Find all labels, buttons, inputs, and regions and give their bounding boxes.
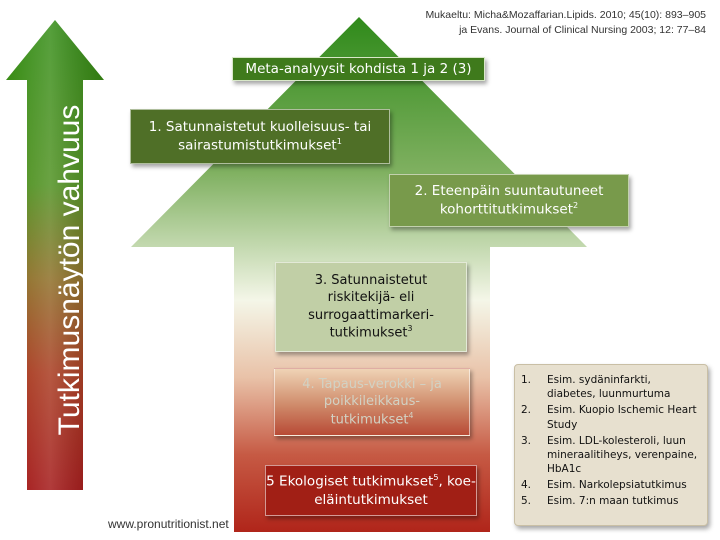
example-text: Esim. 7:n maan tutkimus [547,495,679,508]
example-item: 2. Esim. Kuopio Ischemic Heart Study [521,403,701,431]
study-box-1-label: 1. Satunnaistetut kuolleisuus- tai saira… [148,119,372,154]
arrow-label: Tutkimusnäytön vahvuus [53,104,86,436]
study-box-1-ref: 1 [336,136,342,147]
study-box-5-ref: 5 [433,472,439,483]
study-box-2: 2. Eteenpäin suuntautuneet kohorttitutki… [389,174,629,227]
citation-text: Mukaeltu: Micha&Mozaffarian.Lipids. 2010… [425,9,706,37]
study-box-3: 3. Satunnaistetut riskitekijä- eli surro… [275,262,467,352]
example-item: 1. Esim. sydäninfarkti, diabetes, luunmur… [521,373,701,401]
example-text: Esim. LDL-kolesteroli, luun mineraalitih… [547,434,698,476]
example-number: 4. [521,479,532,492]
example-item: 3. Esim. LDL-kolesteroli, luun mineraalit… [521,434,701,477]
study-box-2-ref: 2 [573,200,579,211]
examples-box: 1. Esim. sydäninfarkti, diabetes, luunmur… [514,364,708,526]
example-item: 5. Esim. 7:n maan tutkimus [521,494,701,508]
study-box-5-label: 5 Ekologiset tutkimukset [266,473,434,490]
example-number: 1. [521,374,532,386]
study-box-4-ref: 4 [408,410,414,420]
study-box-4-label: 4. Tapaus-verokki – ja poikkileikkaus-tu… [302,376,442,427]
study-box-5-label-cont: , koe-eläintutkimukset [314,473,476,508]
study-box-3-ref: 3 [407,324,413,334]
study-box-4: 4. Tapaus-verokki – ja poikkileikkaus-tu… [274,368,470,436]
example-text: Esim. sydäninfarkti, diabetes, luunmurtu… [547,374,671,401]
example-number: 5. [521,495,532,508]
example-item: 4. Esim. Narkolepsiatutkimus [521,478,701,492]
study-box-1: 1. Satunnaistetut kuolleisuus- tai saira… [130,109,390,164]
study-box-2-label: 2. Eteenpäin suuntautuneet kohorttitutki… [414,183,604,218]
example-number: 3. [521,434,532,447]
study-box-3-label: 3. Satunnaistetut riskitekijä- eli surro… [308,272,434,341]
study-box-5: 5 Ekologiset tutkimukset5, koe-eläintutk… [265,465,477,516]
meta-analysis-label: Meta-analyysit kohdista 1 ja 2 (3) [245,60,472,77]
example-text: Esim. Narkolepsiatutkimus [547,479,687,492]
example-number: 2. [521,404,532,417]
footer-url: www.pronutritionist.net [108,517,229,531]
meta-analysis-box: Meta-analyysit kohdista 1 ja 2 (3) [232,57,485,81]
example-text: Esim. Kuopio Ischemic Heart Study [547,404,697,431]
